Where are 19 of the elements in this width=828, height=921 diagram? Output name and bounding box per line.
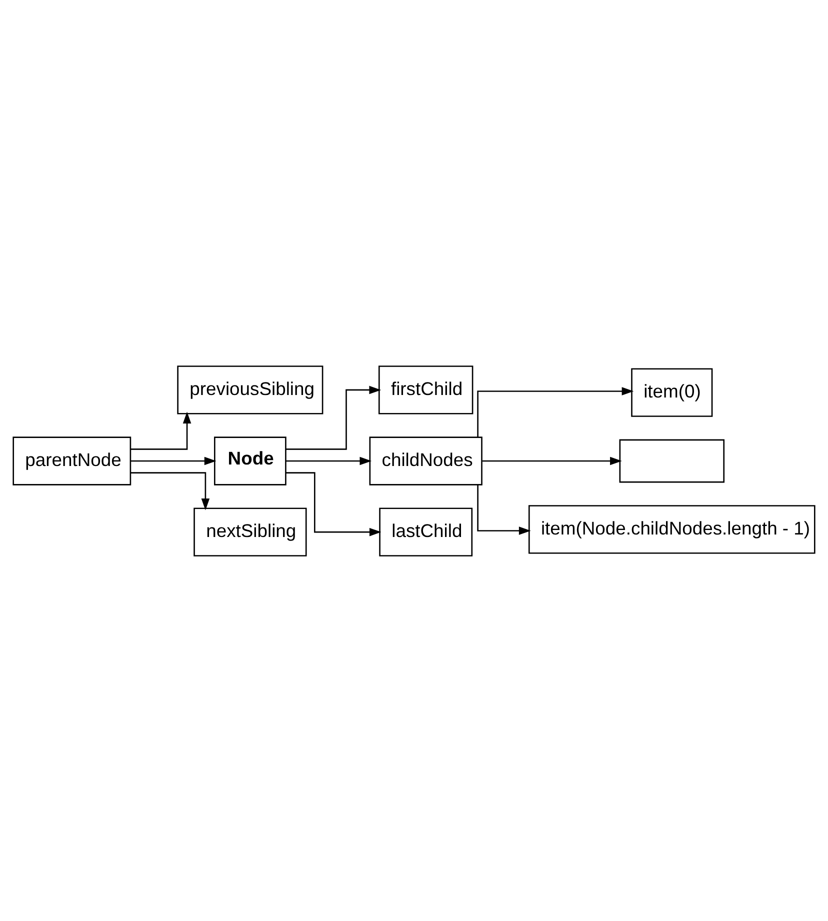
arrow [130, 411, 192, 450]
node-box [619, 438, 725, 482]
node-box: childNodes [369, 436, 482, 485]
node-box: parentNode [12, 436, 132, 485]
node-box: nextSibling [194, 507, 307, 556]
node-box: Node [214, 436, 286, 485]
arrow [286, 472, 382, 536]
arrow [482, 456, 622, 465]
node-box: item(0) [631, 368, 713, 416]
node-box: firstChild [378, 365, 474, 414]
arrow [286, 456, 372, 465]
arrow [130, 456, 216, 465]
arrow [286, 385, 382, 450]
arrow [477, 386, 634, 436]
node-box: item(Node.childNodes.length - 1) [528, 504, 816, 554]
node-box: lastChild [379, 507, 473, 556]
arrow [130, 472, 210, 510]
node-box: previousSibling [177, 365, 324, 414]
arrow [477, 484, 531, 534]
